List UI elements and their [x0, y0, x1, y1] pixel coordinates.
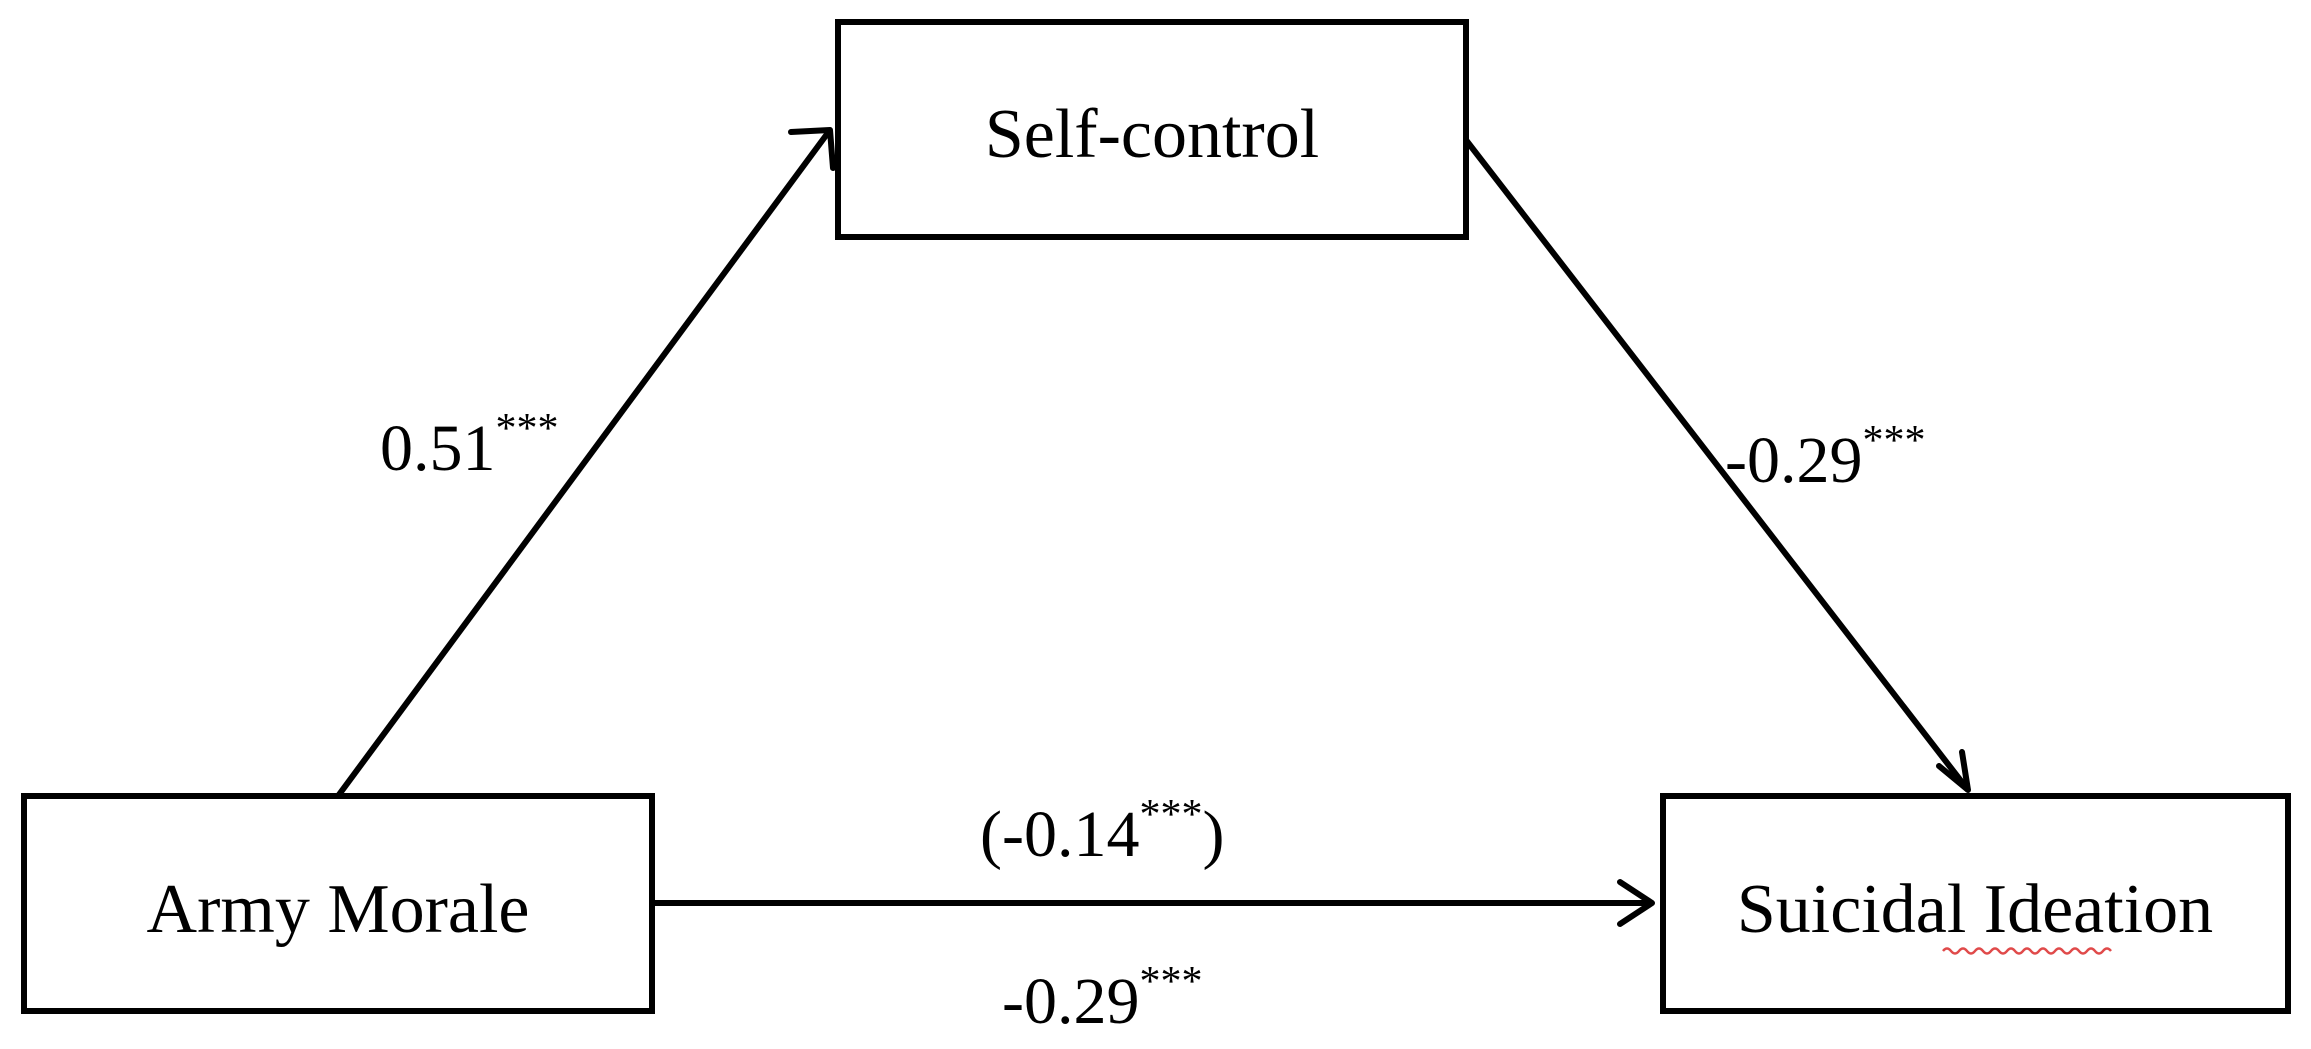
path-a-significance: ***: [496, 406, 559, 452]
path-c-prime-close-paren: ): [1202, 798, 1224, 871]
path-a-arrow-line: [335, 128, 833, 798]
army-morale-label: Army Morale: [147, 871, 530, 948]
suicidal-ideation-box: [1660, 793, 2291, 1014]
path-c-value: -0.29: [1002, 965, 1139, 1038]
ideation-word: Ideation: [1984, 871, 2213, 948]
path-c-significance: ***: [1139, 959, 1202, 1005]
path-a-value: 0.51: [380, 412, 496, 485]
path-a-coefficient: 0.51***: [380, 406, 559, 485]
path-b-significance: ***: [1862, 418, 1925, 464]
path-b-coefficient: -0.29***: [1725, 418, 1925, 497]
suicidal-word: Suicidal: [1737, 871, 1984, 948]
self-control-box: [835, 19, 1469, 240]
path-a-arrowhead: [788, 127, 836, 171]
path-c-arrowhead: [1617, 879, 1655, 927]
path-c-prime-coefficient: (-0.14***): [980, 792, 1224, 871]
path-c-prime-open-paren: (: [980, 798, 1002, 871]
spellcheck-squiggle: [1942, 947, 2112, 955]
path-c-coefficient: -0.29***: [1002, 959, 1202, 1038]
path-b-arrowhead: [1936, 749, 1971, 793]
path-c-prime-significance: ***: [1139, 792, 1202, 838]
path-c-prime-value: -0.14: [1002, 798, 1139, 871]
path-b-value: -0.29: [1725, 424, 1862, 497]
army-morale-box: [21, 793, 655, 1014]
path-b-arrow-line: [1463, 138, 1971, 792]
self-control-label: Self-control: [985, 96, 1319, 173]
suicidal-ideation-label: Suicidal Ideation: [1737, 871, 2213, 948]
